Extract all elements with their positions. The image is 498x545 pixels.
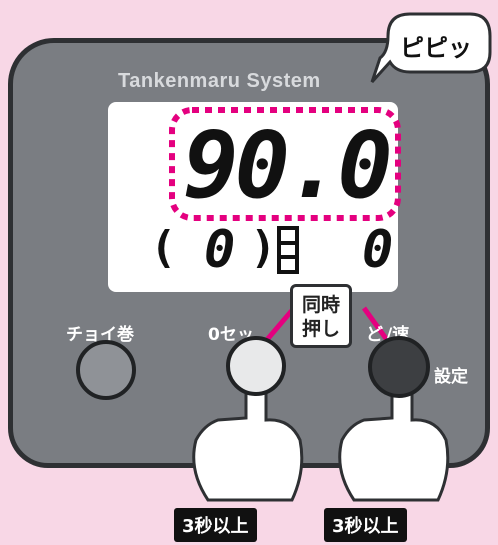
beep-text: ピピッ: [400, 34, 472, 62]
lcd-bracket-close: ): [250, 222, 277, 273]
lcd-bracket-open: (: [150, 222, 177, 273]
label-settings: 設定: [434, 367, 468, 387]
brand-label: Tankenmaru System: [118, 70, 321, 92]
hold-duration-tag-left: 3秒以上: [174, 508, 257, 542]
label-choi-maki: チョイ巻: [66, 325, 134, 345]
main-display-value: 90.0: [183, 112, 393, 219]
lcd-right-value: 0: [362, 220, 394, 280]
speed-settings-button[interactable]: [368, 336, 430, 398]
hold-duration-tag-right: 3秒以上: [324, 508, 407, 542]
battery-icon: [277, 226, 299, 274]
beep-bubble: [370, 12, 492, 84]
blink-frame: [169, 107, 401, 221]
choi-maki-button[interactable]: [76, 340, 136, 400]
lcd-left-value: 0: [204, 220, 236, 280]
zero-set-button[interactable]: [226, 336, 286, 396]
callout-line2: 押し: [301, 318, 340, 340]
simultaneous-press-callout: 同時 押し: [290, 284, 352, 348]
label-speed-fragment: ど: [366, 325, 383, 345]
lcd-screen: [108, 102, 398, 292]
callout-line1: 同時: [301, 294, 340, 316]
